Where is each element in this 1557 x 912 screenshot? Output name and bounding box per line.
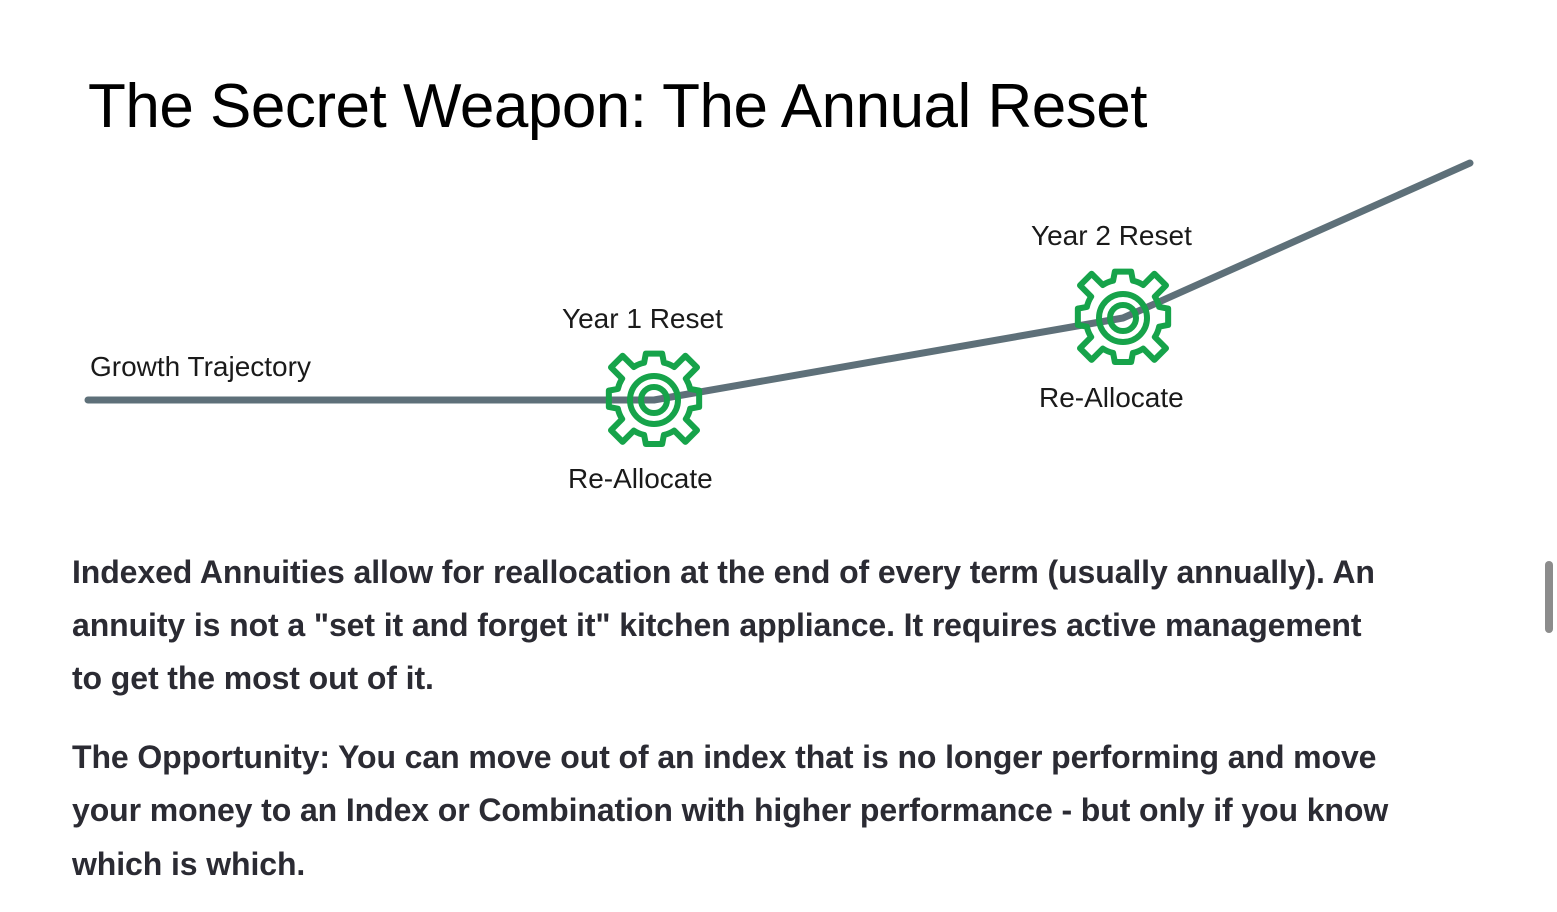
page-title: The Secret Weapon: The Annual Reset bbox=[88, 72, 1148, 141]
year-2-reset-label: Year 2 Reset bbox=[1031, 220, 1192, 251]
gear-icon bbox=[1074, 268, 1172, 365]
body-paragraph-1: Indexed Annuities allow for reallocation… bbox=[72, 554, 1375, 697]
vertical-scrollbar-track[interactable] bbox=[1541, 0, 1557, 912]
gear-icon bbox=[605, 350, 703, 447]
body-copy: Indexed Annuities allow for reallocation… bbox=[72, 546, 1392, 891]
year-2-reallocate-label: Re-Allocate bbox=[1039, 382, 1184, 413]
year-1-reallocate-label: Re-Allocate bbox=[568, 463, 713, 494]
trajectory-line bbox=[84, 159, 1474, 404]
trajectory-chart-svg bbox=[84, 159, 1474, 447]
year-1-reset-label: Year 1 Reset bbox=[562, 303, 723, 334]
vertical-scrollbar-thumb[interactable] bbox=[1545, 561, 1553, 633]
growth-trajectory-diagram: Growth Trajectory Year 1 Reset Re-Alloca… bbox=[0, 140, 1500, 520]
growth-trajectory-label: Growth Trajectory bbox=[90, 351, 311, 382]
body-paragraph-2: The Opportunity: You can move out of an … bbox=[72, 739, 1389, 882]
